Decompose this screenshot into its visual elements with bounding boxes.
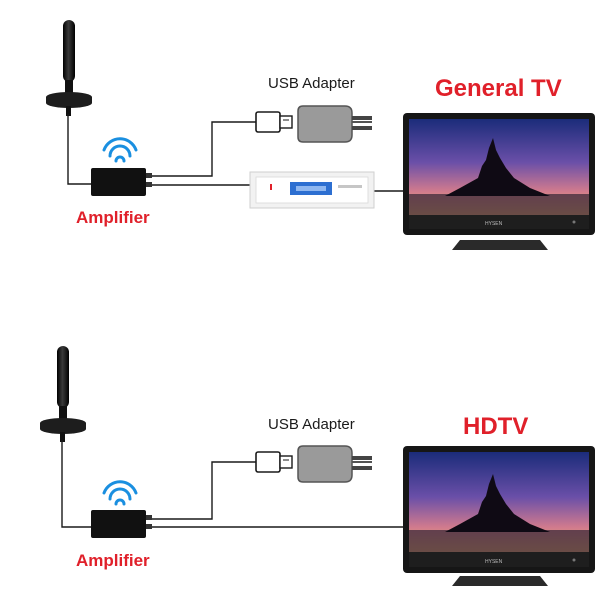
- usb-plug-icon: [255, 111, 293, 133]
- power-adapter-icon: [297, 105, 372, 143]
- antenna-icon: [40, 346, 86, 442]
- cable-lines: [67, 114, 406, 192]
- television-icon: HYSEN: [403, 113, 595, 250]
- diagram-hdtv: Amplifier USB Adapter HYSEN HDTV: [40, 346, 595, 586]
- amplifier-device: [91, 510, 152, 538]
- tv-brand-label: HYSEN: [485, 559, 503, 565]
- power-adapter-icon: [297, 445, 372, 483]
- set-top-box-icon: [249, 171, 375, 209]
- cable-lines: [61, 440, 406, 528]
- amplifier-label: Amplifier: [76, 551, 150, 570]
- tv-label: HDTV: [463, 413, 528, 440]
- wifi-signal-icon: [102, 480, 138, 506]
- antenna-icon: [46, 20, 92, 116]
- tv-brand-label: HYSEN: [485, 221, 503, 227]
- tv-label: General TV: [435, 75, 562, 102]
- amplifier-label: Amplifier: [76, 208, 150, 227]
- amplifier-device: [91, 168, 152, 196]
- diagram-general-tv: Amplifier USB Adapter: [46, 20, 595, 250]
- usb-plug-icon: [255, 451, 293, 473]
- usb-adapter-label: USB Adapter: [268, 75, 355, 92]
- wifi-signal-icon: [102, 137, 138, 163]
- usb-adapter-label: USB Adapter: [268, 416, 355, 433]
- television-icon: HYSEN: [403, 446, 595, 586]
